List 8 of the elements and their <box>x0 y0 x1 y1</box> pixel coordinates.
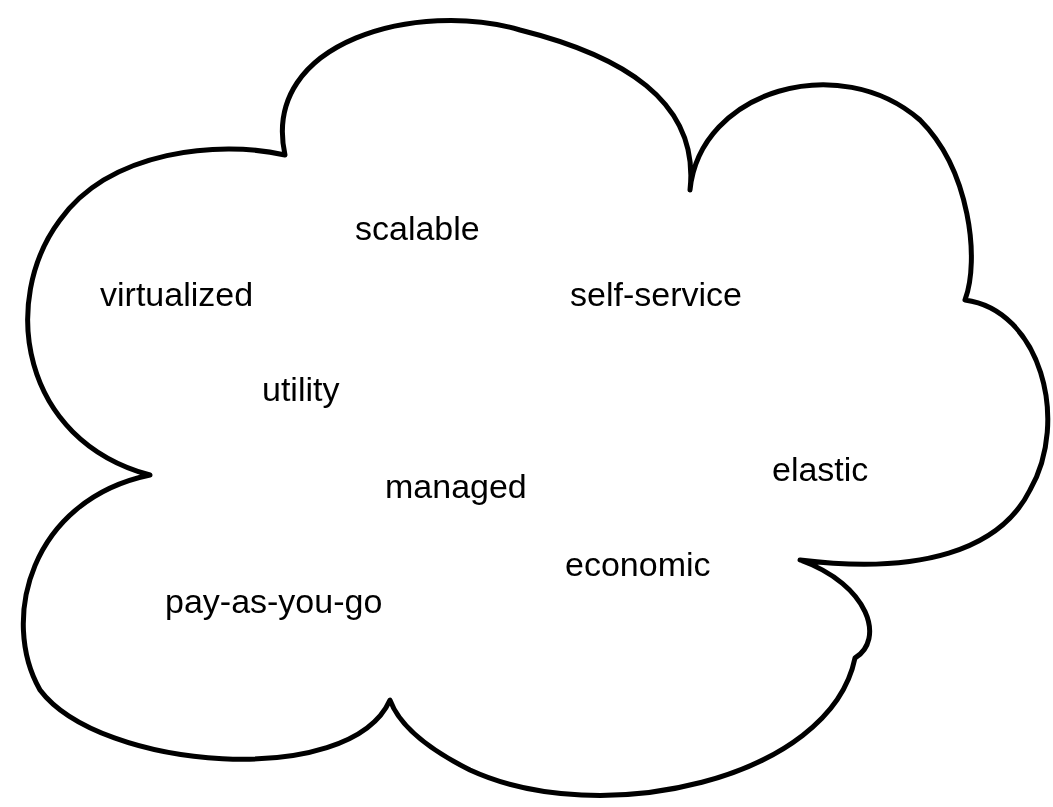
keyword-label: pay-as-you-go <box>165 581 383 621</box>
keyword-label: managed <box>385 466 527 506</box>
keyword-label: economic <box>565 544 711 584</box>
keyword-label: self-service <box>570 274 742 314</box>
keyword-label: elastic <box>772 449 869 489</box>
keyword-label: utility <box>262 369 340 409</box>
keyword-label: virtualized <box>100 274 254 314</box>
keyword-label: scalable <box>355 208 480 248</box>
